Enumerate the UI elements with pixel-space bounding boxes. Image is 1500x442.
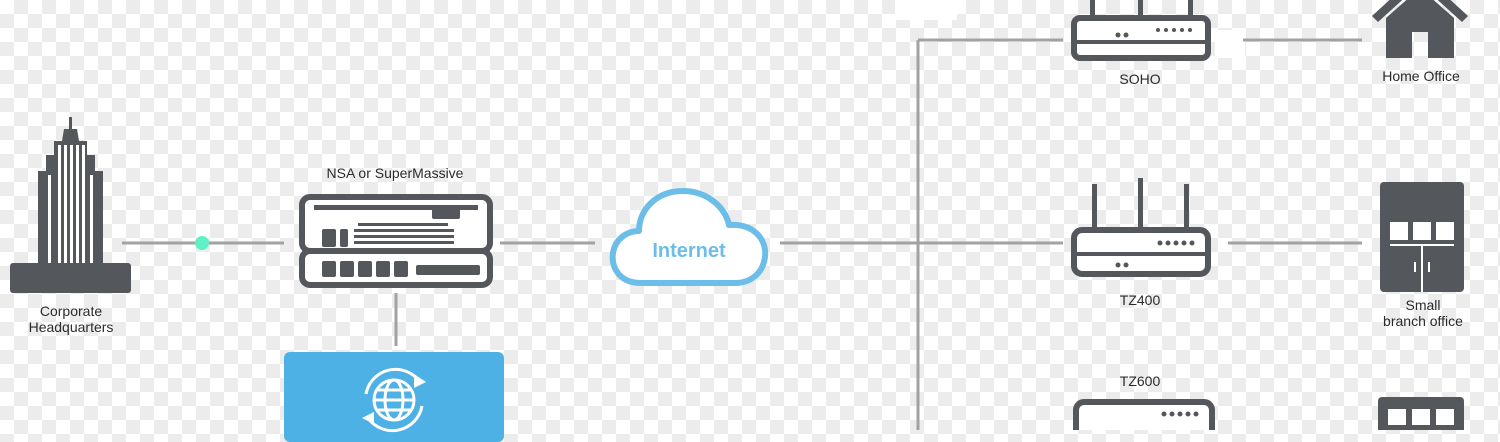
label-home-office: Home Office	[1382, 68, 1460, 84]
label-soho: SOHO	[1119, 71, 1161, 87]
globe-sync-icon	[362, 367, 426, 433]
network-diagram: Corporate Headquarters NSA or SuperMassi…	[10, 0, 1468, 442]
label-small: Small	[1405, 297, 1441, 313]
label-headquarters: Headquarters	[28, 319, 114, 335]
router-icon	[1071, 0, 1211, 61]
label-corporate: Corporate	[39, 303, 103, 319]
label-tz400: TZ400	[1119, 292, 1161, 308]
white-patch	[1215, 30, 1245, 58]
white-patch	[895, 0, 957, 20]
label-branch-office: branch office	[1383, 313, 1463, 329]
cloud-icon	[609, 188, 769, 286]
house-icon	[1372, 0, 1468, 58]
rack-appliance-icon	[299, 194, 493, 288]
service-panel	[284, 352, 504, 442]
label-internet: Internet	[652, 240, 726, 262]
router-icon	[1071, 178, 1211, 277]
label-nsa: NSA or SuperMassive	[326, 165, 464, 181]
office-building-icon	[1380, 182, 1464, 292]
node-dot	[195, 236, 209, 250]
router-icon	[1073, 399, 1215, 430]
office-building-icon	[1378, 397, 1464, 430]
label-tz600: TZ600	[1119, 373, 1161, 389]
skyscraper-icon	[10, 117, 131, 293]
connection-lines	[122, 38, 1362, 430]
